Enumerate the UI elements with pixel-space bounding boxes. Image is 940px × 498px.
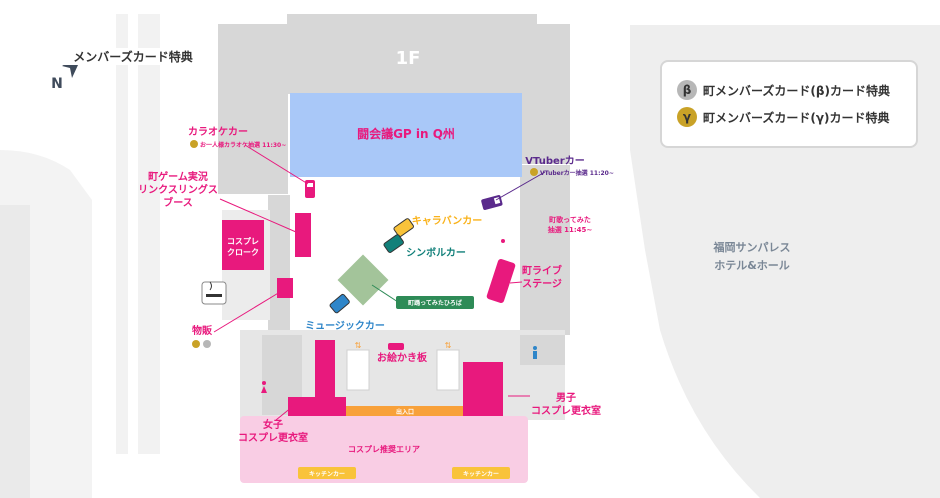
character-van-icon[interactable]	[393, 218, 414, 237]
compass-label: N	[51, 76, 63, 92]
beta-badge-merch	[203, 340, 211, 348]
beta-icon: β	[677, 80, 697, 100]
legend-item-beta: β 町メンバーズカード(β)カード特典	[677, 80, 890, 100]
paint-board-label: お絵かき板	[377, 351, 428, 364]
stairs-left-icon: ⇅	[355, 341, 362, 350]
game-booth-label-1: 町ゲーム実況	[148, 170, 208, 183]
leader-lines	[213, 144, 530, 421]
live-stage-label-1: 町ライブ	[522, 264, 562, 277]
womens-room-block-2[interactable]	[288, 397, 346, 416]
symbol-car-icon[interactable]	[383, 234, 404, 253]
floor-label: 1F	[396, 48, 421, 69]
dance-plaza-leader	[371, 284, 399, 303]
entrance[interactable]	[346, 406, 463, 416]
karaoke-car-label: カラオケカー	[188, 126, 248, 138]
legend-item-beta-label: 町メンバーズカード(β)カード特典	[703, 83, 890, 98]
smoking-room	[201, 281, 227, 305]
singing-spot-marker[interactable]	[501, 239, 505, 243]
kitchen-car-2[interactable]	[452, 467, 510, 479]
legend-item-gamma-label: 町メンバーズカード(γ)カード特典	[703, 110, 890, 125]
gamma-badge-karaoke	[190, 140, 198, 148]
mens-room-block[interactable]	[463, 362, 503, 417]
legend-title: メンバーズカード特典	[60, 48, 206, 65]
kitchen-car-1[interactable]	[298, 467, 356, 479]
vtuber-note: VTuberカー抽選 11:20~	[540, 169, 614, 177]
music-car-label: ミュージックカー	[305, 320, 385, 332]
merch-label: 物販	[192, 324, 213, 337]
merch-booth[interactable]	[277, 278, 293, 298]
stairs-left	[346, 349, 370, 391]
womens-restroom-icon	[261, 381, 267, 393]
character-van-label: キャラバンカー	[412, 215, 482, 227]
dance-plaza-tag	[396, 296, 474, 309]
vtuber-leader	[495, 171, 546, 201]
game-booth-label-2: リンクスリングス	[138, 183, 218, 196]
mens-room-label-2: コスプレ更衣室	[531, 404, 601, 417]
entrance-label: 出入口	[396, 408, 414, 416]
gamma-badge-vtuber	[530, 168, 538, 176]
cosplay-area[interactable]	[240, 416, 528, 483]
live-stage[interactable]	[486, 258, 516, 304]
cosplay-cloak[interactable]	[222, 220, 264, 270]
paint-board-marker[interactable]	[388, 343, 404, 350]
mens-restroom-icon	[533, 346, 537, 359]
legend-box	[660, 60, 918, 148]
singing-label-2: 抽選 11:45~	[548, 225, 593, 234]
gamma-badge-merch	[192, 340, 200, 348]
stairs-right-icon: ⇅	[445, 341, 452, 350]
karaoke-note: お一人様カラオケ抽選 11:30~	[200, 141, 286, 149]
venue-label-2: ホテル&ホール	[714, 259, 790, 272]
karaoke-car-icon[interactable]	[305, 180, 315, 198]
womens-room-label-2: コスプレ更衣室	[238, 431, 308, 444]
vtuber-car-label: VTuberカー	[525, 155, 584, 167]
gamma-icon: γ	[677, 107, 697, 127]
live-stage-label-2: ステージ	[522, 278, 562, 290]
mens-room-label-1: 男子	[556, 392, 576, 404]
kitchen-car-2-label: キッチンカー	[463, 471, 499, 478]
legend-item-gamma: γ 町メンバーズカード(γ)カード特典	[677, 107, 890, 127]
main-stage-label: 闘会議GP in Q州	[357, 126, 455, 141]
game-booth[interactable]	[295, 213, 311, 257]
stairs-right	[436, 349, 460, 391]
kitchen-car-1-label: キッチンカー	[309, 471, 345, 478]
cosplay-area-label: コスプレ推奨エリア	[348, 444, 420, 454]
smoking-icon	[206, 281, 222, 297]
dance-plaza-label: 町踊ってみたひろば	[408, 299, 462, 307]
cloak-label-2: クローク	[227, 247, 259, 257]
womens-room-label-1: 女子	[263, 418, 283, 431]
singing-label-1: 町歌ってみた	[549, 215, 591, 224]
main-stage[interactable]	[290, 93, 522, 177]
cloak-label-1: コスプレ	[227, 236, 259, 246]
game-booth-label-3: ブース	[163, 196, 193, 209]
music-car-icon[interactable]	[329, 293, 350, 314]
symbol-car-label: シンボルカー	[406, 246, 466, 259]
venue-label-1: 福岡サンパレス	[713, 240, 791, 254]
